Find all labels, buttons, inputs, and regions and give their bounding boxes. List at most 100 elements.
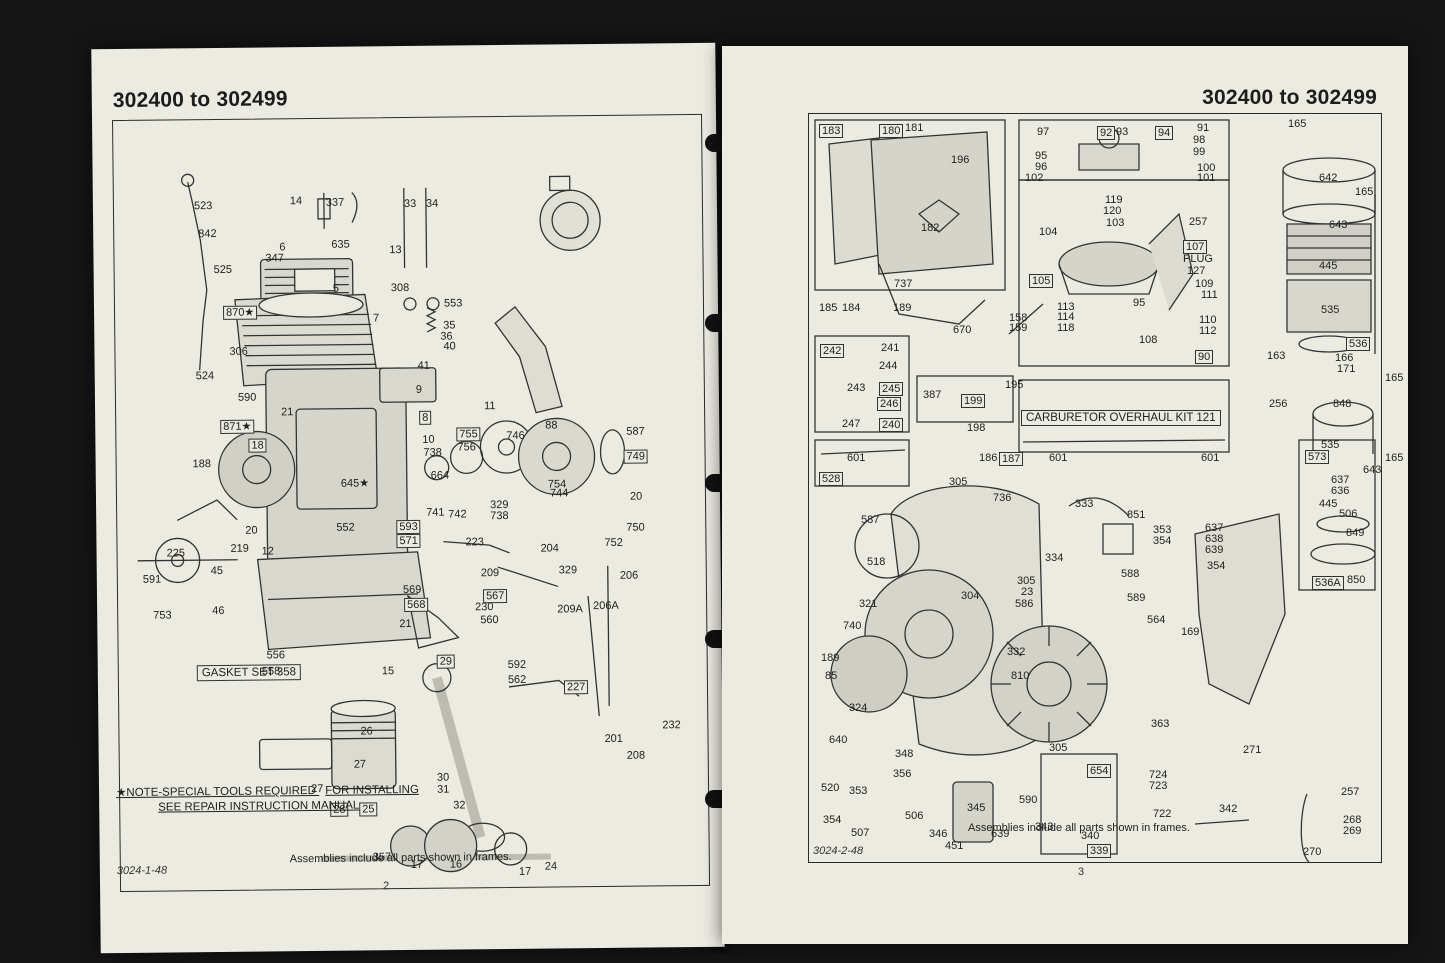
part-number-label: 749 xyxy=(623,449,649,464)
part-number-label: 670 xyxy=(953,324,972,336)
part-number-label: 97 xyxy=(1037,126,1050,138)
part-number-label: 601 xyxy=(847,452,866,464)
part-number-label: 241 xyxy=(881,342,900,354)
part-number-label: 103 xyxy=(1106,217,1125,229)
part-number-label: 637 xyxy=(1205,522,1224,534)
part-number-label: 345 xyxy=(967,802,986,814)
part-number-label: 305 xyxy=(1049,742,1068,754)
part-number-label: 171 xyxy=(1337,363,1356,375)
part-number-label: 333 xyxy=(1075,498,1094,510)
part-number-label: 24 xyxy=(544,860,558,873)
part-number-label: 198 xyxy=(967,422,986,434)
part-number-label: 189 xyxy=(893,302,912,314)
part-number-label: 165 xyxy=(1385,372,1404,384)
part-number-label: 304 xyxy=(961,590,980,602)
part-number-label: 118 xyxy=(1057,322,1075,334)
part-number-label: 107 xyxy=(1183,240,1208,254)
part-number-label: 180 xyxy=(879,124,904,138)
note-text-b: FOR INSTALLING xyxy=(325,783,419,797)
part-number-label: 187 xyxy=(999,452,1024,466)
part-number-label: 105 xyxy=(1029,274,1054,288)
part-number-label: 99 xyxy=(1193,146,1206,158)
part-number-label: 736 xyxy=(993,492,1012,504)
part-number-label: 587 xyxy=(861,514,880,526)
part-number-label: 33 xyxy=(403,197,417,211)
part-number-label: 329 xyxy=(558,564,578,577)
part-number-label: 269 xyxy=(1343,825,1362,837)
part-number-label: 196 xyxy=(951,154,970,166)
part-number-label: 20 xyxy=(245,524,258,537)
part-number-label: 29 xyxy=(436,654,456,669)
part-number-label: 201 xyxy=(604,732,623,745)
part-number-label: 536 xyxy=(1346,337,1371,351)
part-number-label: 206A xyxy=(593,599,619,613)
part-number-label: 387 xyxy=(923,389,942,401)
part-number-label: 165 xyxy=(1288,118,1307,130)
part-number-label: 120 xyxy=(1103,205,1122,217)
part-number-label: 85 xyxy=(825,670,838,682)
part-number-label: 528 xyxy=(819,472,844,486)
part-number-label: 756 xyxy=(457,441,476,454)
part-number-label: 209 xyxy=(480,567,500,580)
part-number-label: 8 xyxy=(419,410,432,425)
part-number-label: 586 xyxy=(1015,598,1034,610)
part-number-label: 246 xyxy=(877,397,902,411)
part-number-label: 354 xyxy=(823,814,842,826)
part-number-label: 181 xyxy=(905,122,924,134)
right-page-number: 3 xyxy=(1078,866,1085,878)
part-number-label: 849 xyxy=(1346,527,1365,539)
part-number-label: 13 xyxy=(389,244,402,257)
part-number-label: 324 xyxy=(849,702,868,714)
part-number-label: 195 xyxy=(1005,379,1024,391)
part-number-label: 592 xyxy=(507,658,527,671)
part-number-label: 96 xyxy=(1035,161,1048,173)
part-number-label: 645★ xyxy=(340,477,370,490)
part-number-label: 535 xyxy=(1321,304,1340,316)
part-number-label: 41 xyxy=(417,359,430,372)
left-page-number: 2 xyxy=(383,880,390,893)
part-number-label: 556 xyxy=(266,649,286,662)
part-number-label: 240 xyxy=(879,418,904,432)
part-number-label: 90 xyxy=(1195,350,1214,364)
left-caption: Assemblies include all parts shown in fr… xyxy=(289,850,512,866)
part-number-label: 114 xyxy=(1057,311,1075,323)
part-number-label: 635 xyxy=(331,238,350,251)
part-number-label: 34 xyxy=(425,197,439,210)
part-number-label: 166 xyxy=(1335,352,1354,364)
part-number-label: 109 xyxy=(1195,278,1214,290)
part-number-label: 20 xyxy=(629,490,643,503)
part-number-label: 14 xyxy=(289,195,303,208)
part-number-label: 347 xyxy=(265,252,284,265)
part-number-label: 740 xyxy=(843,620,862,632)
right-caption: Assemblies include all parts shown in fr… xyxy=(968,822,1190,834)
part-number-label: 12 xyxy=(261,545,274,558)
part-number-label: 752 xyxy=(604,536,623,549)
part-number-label: 601 xyxy=(1201,452,1220,464)
right-page: 302400 to 302499 xyxy=(722,46,1408,944)
part-number-label: 91 xyxy=(1197,122,1210,134)
part-number-label: 346 xyxy=(929,828,948,840)
part-number-label: 242 xyxy=(820,344,845,358)
part-number-label: 356 xyxy=(893,768,912,780)
part-number-label: 573 xyxy=(1305,450,1330,464)
part-number-label: 636 xyxy=(1331,485,1350,497)
part-number-label: 7 xyxy=(373,312,380,325)
part-number-label: PLUG xyxy=(1183,253,1213,265)
part-number-label: 334 xyxy=(1045,552,1064,564)
gasket-set-label: GASKET SET 358 xyxy=(196,664,302,682)
part-number-label: 112 xyxy=(1199,325,1217,337)
part-number-label: 332 xyxy=(1007,646,1026,658)
part-number-label: 9 xyxy=(415,383,423,396)
note-text-a: ★NOTE-SPECIAL TOOLS REQUIRED xyxy=(116,784,317,800)
part-number-label: 101 xyxy=(1197,172,1216,184)
part-number-label: 643 xyxy=(1363,464,1382,476)
part-number-label: 40 xyxy=(443,340,456,353)
part-number-label: 363 xyxy=(1151,718,1170,730)
part-number-label: 93 xyxy=(1116,126,1129,138)
part-number-label: 654 xyxy=(1087,764,1112,778)
part-number-label: 23 xyxy=(1021,586,1034,598)
part-number-label: 601 xyxy=(1049,452,1068,464)
part-number-label: 92 xyxy=(1097,126,1116,140)
left-drawing-code: 3024-1-48 xyxy=(116,864,168,878)
part-number-label: 165 xyxy=(1355,186,1374,198)
